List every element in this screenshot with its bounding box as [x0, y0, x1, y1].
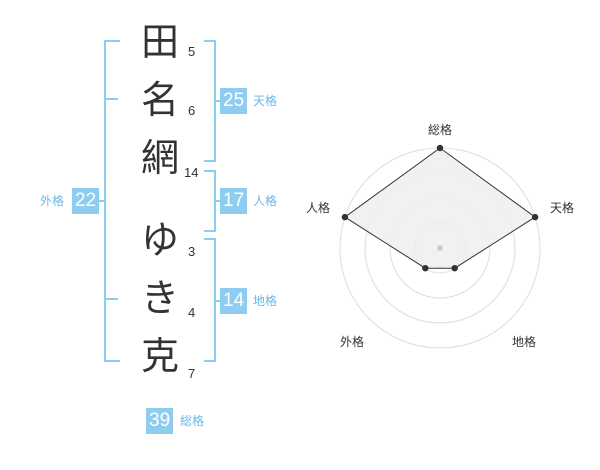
chikaku-label: 地格 [253, 294, 278, 308]
stroke-count-5: 4 [188, 305, 196, 320]
gaikaku-bracket-link [98, 200, 106, 202]
chikaku-score: 14 [220, 288, 248, 314]
jinkaku-bracket-link [214, 200, 222, 202]
radar-axis-label-jinkaku: 人格 [306, 200, 330, 215]
radar-axis-label-chikaku: 地格 [512, 334, 536, 349]
stroke-count-3: 14 [184, 165, 199, 180]
radar-area [344, 147, 536, 269]
name-char-3: 網 [140, 136, 179, 180]
stroke-count-2: 6 [188, 103, 196, 118]
radar-points [341, 144, 539, 272]
soukaku-label: 総格 [180, 414, 205, 428]
jinkaku-score: 17 [220, 188, 248, 214]
name-char-2: 名 [140, 78, 179, 122]
gaikaku-bracket [104, 40, 120, 362]
radar-axis-label-tenkaku: 天格 [550, 200, 574, 215]
radar-point-tenkaku [531, 213, 539, 221]
gaikaku-bracket-tick-1 [106, 98, 118, 100]
stroke-count-4: 3 [188, 244, 196, 259]
tenkaku-bracket-link [214, 100, 222, 102]
gaikaku-bracket-tick-2 [106, 298, 118, 300]
stroke-count-1: 5 [188, 44, 196, 59]
name-char-1: 田 [140, 20, 179, 64]
jinkaku-label: 人格 [253, 194, 278, 208]
radar-point-chikaku [451, 265, 458, 272]
stroke-count-6: 7 [188, 366, 196, 381]
tenkaku-score: 25 [220, 88, 248, 114]
radar-center-dot [437, 245, 443, 251]
radar-axis-label-soukaku: 総格 [428, 122, 452, 137]
chikaku-bracket-link [214, 300, 222, 302]
gaikaku-label: 外格 [40, 194, 65, 208]
name-char-5: き [140, 276, 179, 320]
name-char-4: ゆ [140, 218, 179, 262]
soukaku-score: 39 [146, 408, 174, 434]
radar-axis-label-gaikaku: 外格 [340, 334, 364, 349]
name-char-6: 克 [140, 334, 179, 378]
radar-point-jinkaku [341, 213, 349, 221]
radar-chart: 総格 天格 地格 外格 人格 [306, 122, 574, 349]
tenkaku-label: 天格 [253, 94, 278, 108]
radar-point-soukaku [436, 144, 444, 152]
gaikaku-score: 22 [72, 188, 100, 214]
radar-point-gaikaku [422, 265, 429, 272]
